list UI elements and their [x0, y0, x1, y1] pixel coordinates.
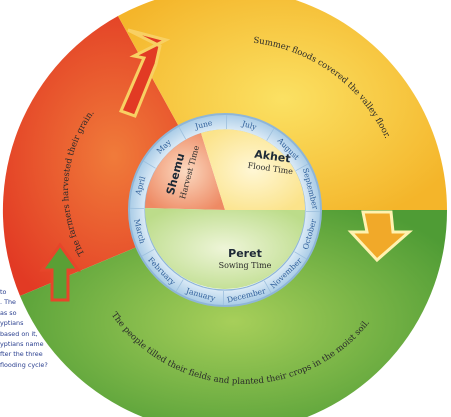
month-divider: [175, 279, 184, 292]
arrow-yellow-to-green: [347, 210, 413, 263]
month-divider: [143, 160, 156, 169]
season-peret-name: Peret: [228, 247, 262, 260]
side-note-line: flooding cycle?: [0, 360, 48, 369]
month-divider: [295, 163, 309, 172]
side-note-line: based on it,: [0, 329, 38, 338]
month-divider: [263, 280, 272, 294]
month-label-july: July: [240, 119, 258, 132]
month-divider: [178, 126, 187, 140]
side-note-line: as so: [0, 308, 17, 317]
side-note-line: to: [0, 288, 7, 296]
side-note-line: yptians name: [0, 340, 44, 349]
season-shemu-wedge: [145, 133, 225, 210]
side-note-line: fter the three: [0, 350, 43, 359]
season-peret-subtitle: Sowing Time: [219, 261, 272, 270]
arrow-red-to-yellow: [118, 28, 171, 118]
season-akhet-name: Akhet: [254, 148, 292, 166]
side-note-line: . The: [0, 298, 16, 307]
side-note-text: to . The as so yptians based on it, ypti…: [0, 287, 96, 370]
season-akhet-wedge: [201, 129, 306, 210]
month-divider: [294, 251, 307, 260]
arrow-green-to-red: [39, 242, 81, 302]
green-sector: [20, 210, 448, 417]
side-note-line: yptians: [0, 319, 24, 328]
month-divider: [266, 128, 275, 141]
month-label-june: June: [193, 118, 213, 131]
season-peret-wedge: [144, 208, 305, 290]
month-divider: [141, 248, 155, 257]
